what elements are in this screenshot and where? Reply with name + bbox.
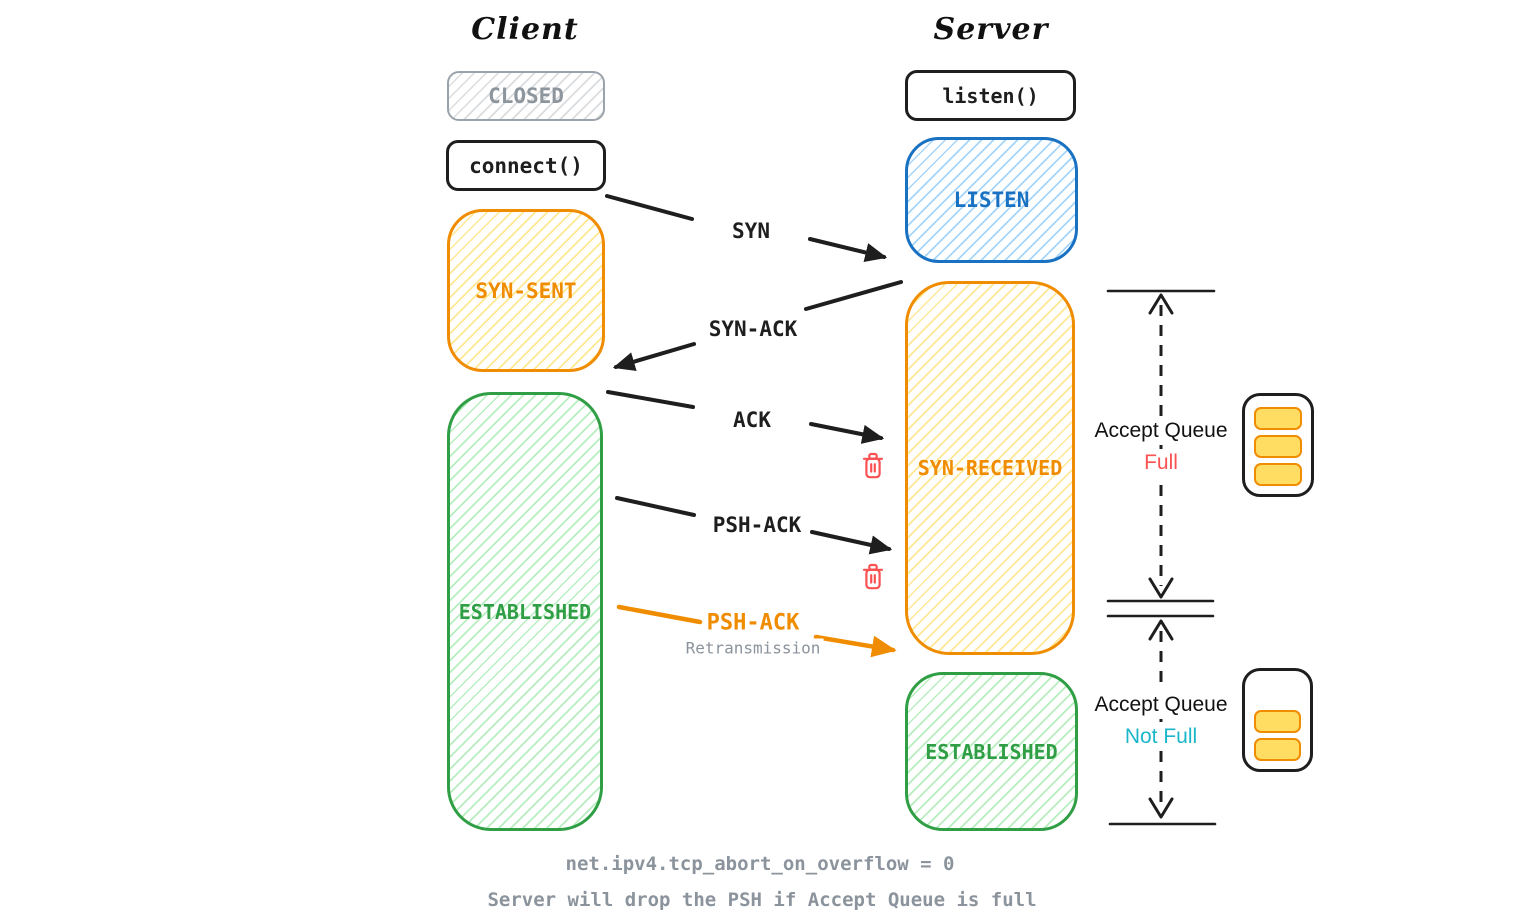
- accept-queue-full-status: Full: [1137, 449, 1185, 477]
- queue-slot-filled: [1254, 463, 1302, 486]
- queue-slot-filled: [1254, 435, 1302, 458]
- client-closed-label: CLOSED: [488, 84, 564, 108]
- psh-ack-retransmit-arrow-tail: [616, 604, 703, 625]
- client-established-label: ESTABLISHED: [458, 599, 592, 624]
- accept-queue-full-label: Accept Queue: [1087, 417, 1235, 445]
- syn-ack-arrow-head: [612, 342, 696, 371]
- psh-ack-retransmit-arrow-head: [813, 634, 897, 658]
- trash-icon: [862, 452, 884, 479]
- psh-ack-arrow-tail: [615, 496, 696, 517]
- server-listen-call-label: listen(): [942, 83, 1039, 108]
- ack-message-label: ACK: [729, 408, 775, 432]
- retransmission-label: Retransmission: [682, 638, 824, 658]
- ack-arrow-tail: [606, 390, 695, 409]
- client-syn-sent-label: SYN-SENT: [475, 278, 577, 303]
- arrowhead-up-icon: [1148, 619, 1174, 641]
- client-connect-call-box: connect(): [446, 140, 606, 191]
- server-listen-call-box: listen(): [905, 70, 1076, 121]
- server-listen-state-box: LISTEN: [905, 137, 1078, 263]
- queue-slot-filled: [1254, 738, 1301, 761]
- server-column-title: Server: [933, 12, 1049, 47]
- arrowhead-up-icon: [1148, 293, 1174, 315]
- client-established-state-box: ESTABLISHED: [447, 392, 603, 831]
- server-listen-label: LISTEN: [953, 188, 1030, 212]
- queue-icon-2-filled: [1242, 668, 1313, 772]
- queue-slot-filled: [1254, 407, 1302, 430]
- psh-ack-retransmit-message-label: PSH-ACK: [702, 610, 804, 636]
- queue-icon-3-filled: [1242, 393, 1314, 497]
- syn-arrow-tail: [605, 194, 694, 221]
- client-syn-sent-state-box: SYN-SENT: [447, 209, 605, 372]
- arrowhead-down-icon: [1148, 797, 1174, 819]
- server-syn-received-state-box: SYN-RECEIVED: [905, 281, 1075, 655]
- ack-arrow-head: [809, 422, 885, 444]
- queue-slot-filled: [1254, 710, 1301, 733]
- arrowhead-down-icon: [1148, 577, 1174, 599]
- syn-arrow-head: [808, 237, 888, 262]
- accept-queue-not-full-status: Not Full: [1117, 723, 1205, 751]
- psh-ack-message-label: PSH-ACK: [708, 513, 806, 537]
- sysctl-setting-text: net.ipv4.tcp_abort_on_overflow = 0: [565, 853, 955, 875]
- server-established-label: ESTABLISHED: [925, 739, 1058, 764]
- client-connect-call-label: connect(): [469, 153, 583, 178]
- client-closed-state-box: CLOSED: [447, 71, 605, 121]
- syn-ack-arrow-tail: [804, 280, 903, 311]
- trash-icon: [862, 563, 884, 590]
- syn-message-label: SYN: [728, 219, 774, 243]
- accept-queue-not-full-label: Accept Queue: [1087, 691, 1235, 719]
- server-established-state-box: ESTABLISHED: [905, 672, 1078, 831]
- server-syn-received-label: SYN-RECEIVED: [917, 456, 1063, 480]
- client-column-title: Client: [471, 12, 579, 47]
- syn-ack-message-label: SYN-ACK: [704, 317, 802, 341]
- footer-note-text: Server will drop the PSH if Accept Queue…: [487, 889, 1037, 911]
- psh-ack-arrow-head: [810, 530, 893, 555]
